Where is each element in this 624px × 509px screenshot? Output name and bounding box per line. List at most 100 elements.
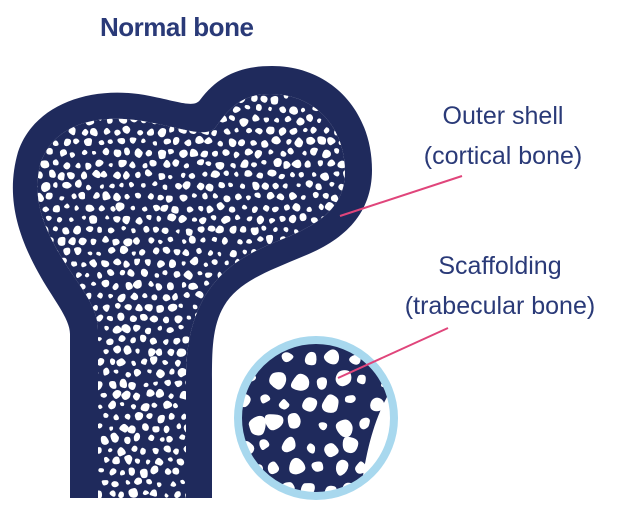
trabecular-pore: [337, 270, 344, 278]
trabecular-pore: [261, 294, 266, 299]
trabecular-pore: [108, 139, 113, 144]
trabecular-pore: [272, 269, 276, 275]
trabecular-pore: [34, 415, 42, 421]
trabecular-pore: [157, 504, 162, 509]
trabecular-pore: [59, 436, 64, 440]
trabecular-pore: [60, 501, 65, 506]
trabecular-pore: [216, 468, 226, 476]
trabecular-pore: [190, 501, 197, 508]
trabecular-pore: [332, 500, 341, 508]
trabecular-pore: [212, 391, 217, 397]
trabecular-pore: [310, 324, 316, 330]
trabecular-pore: [286, 270, 290, 274]
trabecular-pore: [129, 467, 135, 475]
cortical-label-line1: Outer shell: [443, 102, 564, 130]
trabecular-pore: [228, 425, 235, 431]
trabecular-pore: [48, 480, 54, 485]
zoom-pore: [390, 353, 402, 368]
trabecular-pore: [211, 415, 220, 422]
trabecular-pore: [215, 423, 224, 431]
trabecular-pore: [284, 314, 290, 321]
trabecular-pore: [304, 315, 313, 323]
trabecular-pore: [264, 490, 269, 496]
trabecular-pore: [228, 489, 236, 497]
trabecular-pore: [182, 336, 189, 343]
trabecular-pore: [59, 458, 66, 465]
trabecular-pore: [331, 260, 340, 268]
trabecular-pore: [220, 402, 225, 407]
trabecular-pore: [294, 292, 301, 298]
trabecular-pore: [295, 272, 300, 276]
trabecular-pore: [302, 326, 308, 331]
zoom-pore: [391, 484, 405, 497]
trabecular-pore: [46, 414, 51, 419]
trabecular-pore: [31, 448, 38, 454]
trabecular-pore: [40, 96, 47, 102]
zoom-pore: [228, 371, 242, 385]
trabecular-pore: [248, 327, 253, 332]
trabecular-pore: [224, 348, 232, 356]
trabecular-pore: [48, 306, 53, 312]
trabecular-pore: [36, 458, 43, 464]
trabecular-pore: [185, 96, 189, 101]
trabecular-pore: [302, 502, 307, 508]
trabecular-pore: [33, 337, 37, 341]
trabecular-pore: [317, 293, 324, 300]
zoom-pore: [237, 352, 245, 361]
trabecular-pore: [238, 467, 247, 475]
trabecular-pore: [289, 327, 295, 333]
diagram-title: Normal bone: [100, 12, 253, 42]
trabecular-pore: [219, 316, 225, 323]
trabecular-pore: [261, 314, 269, 323]
trabecular-pore: [228, 357, 236, 366]
trabecular-pore: [275, 292, 280, 298]
trabecular-pore: [61, 328, 66, 332]
trabecular-pore: [259, 304, 263, 309]
zoom-pore: [339, 327, 351, 340]
trabecular-pore: [272, 337, 278, 342]
trabecular-pore: [225, 303, 231, 309]
trabecular-pore: [256, 280, 262, 286]
trabecular-pore: [323, 500, 332, 509]
trabecular-pore: [57, 480, 65, 488]
zoom-interior: [223, 324, 430, 509]
trabecular-pore: [222, 480, 230, 487]
trabecular-pore: [215, 436, 220, 442]
trabecular-pore: [229, 206, 236, 212]
trabecular-pore: [225, 434, 230, 440]
trabecular-pore: [304, 293, 309, 298]
trabecular-pore: [218, 446, 223, 451]
trabecular-pore: [300, 283, 304, 288]
trabecular-pore: [41, 468, 48, 475]
trabecular-pore: [302, 263, 307, 267]
trabecular-pore: [307, 269, 315, 278]
trabecular-pore: [35, 479, 41, 485]
trabecular-pore: [343, 280, 350, 287]
trabecular-pore: [223, 326, 231, 333]
trabecular-pore: [235, 329, 240, 333]
trabecular-pore: [217, 336, 223, 341]
zoom-magnifier: [223, 324, 430, 509]
trabecular-pore: [236, 479, 243, 486]
trabecular-pore: [41, 337, 50, 345]
trabecular-pore: [113, 501, 120, 508]
trabecular-pore: [277, 305, 284, 312]
trabecular-pore: [172, 468, 179, 475]
trabecular-pore: [63, 359, 70, 366]
trabecular-pore: [243, 347, 251, 355]
trabecular-pore: [327, 272, 333, 279]
trabecular-pore: [41, 404, 49, 411]
trabecular-pore: [228, 447, 237, 455]
trabecular-pore: [239, 490, 245, 495]
trabecular-pore: [255, 502, 262, 508]
trabecular-pore: [221, 414, 230, 422]
trabecular-pore: [186, 229, 193, 236]
trabecular-pore: [343, 239, 350, 246]
trabecular-pore: [60, 349, 65, 354]
trabecular-pore: [271, 313, 281, 321]
trabecular-pore: [255, 480, 261, 486]
trabecular-pore: [213, 458, 219, 463]
trabecular-label-line2: (trabecular bone): [405, 292, 595, 320]
trabecular-pore: [40, 360, 48, 367]
trabecular-pore: [221, 394, 230, 401]
